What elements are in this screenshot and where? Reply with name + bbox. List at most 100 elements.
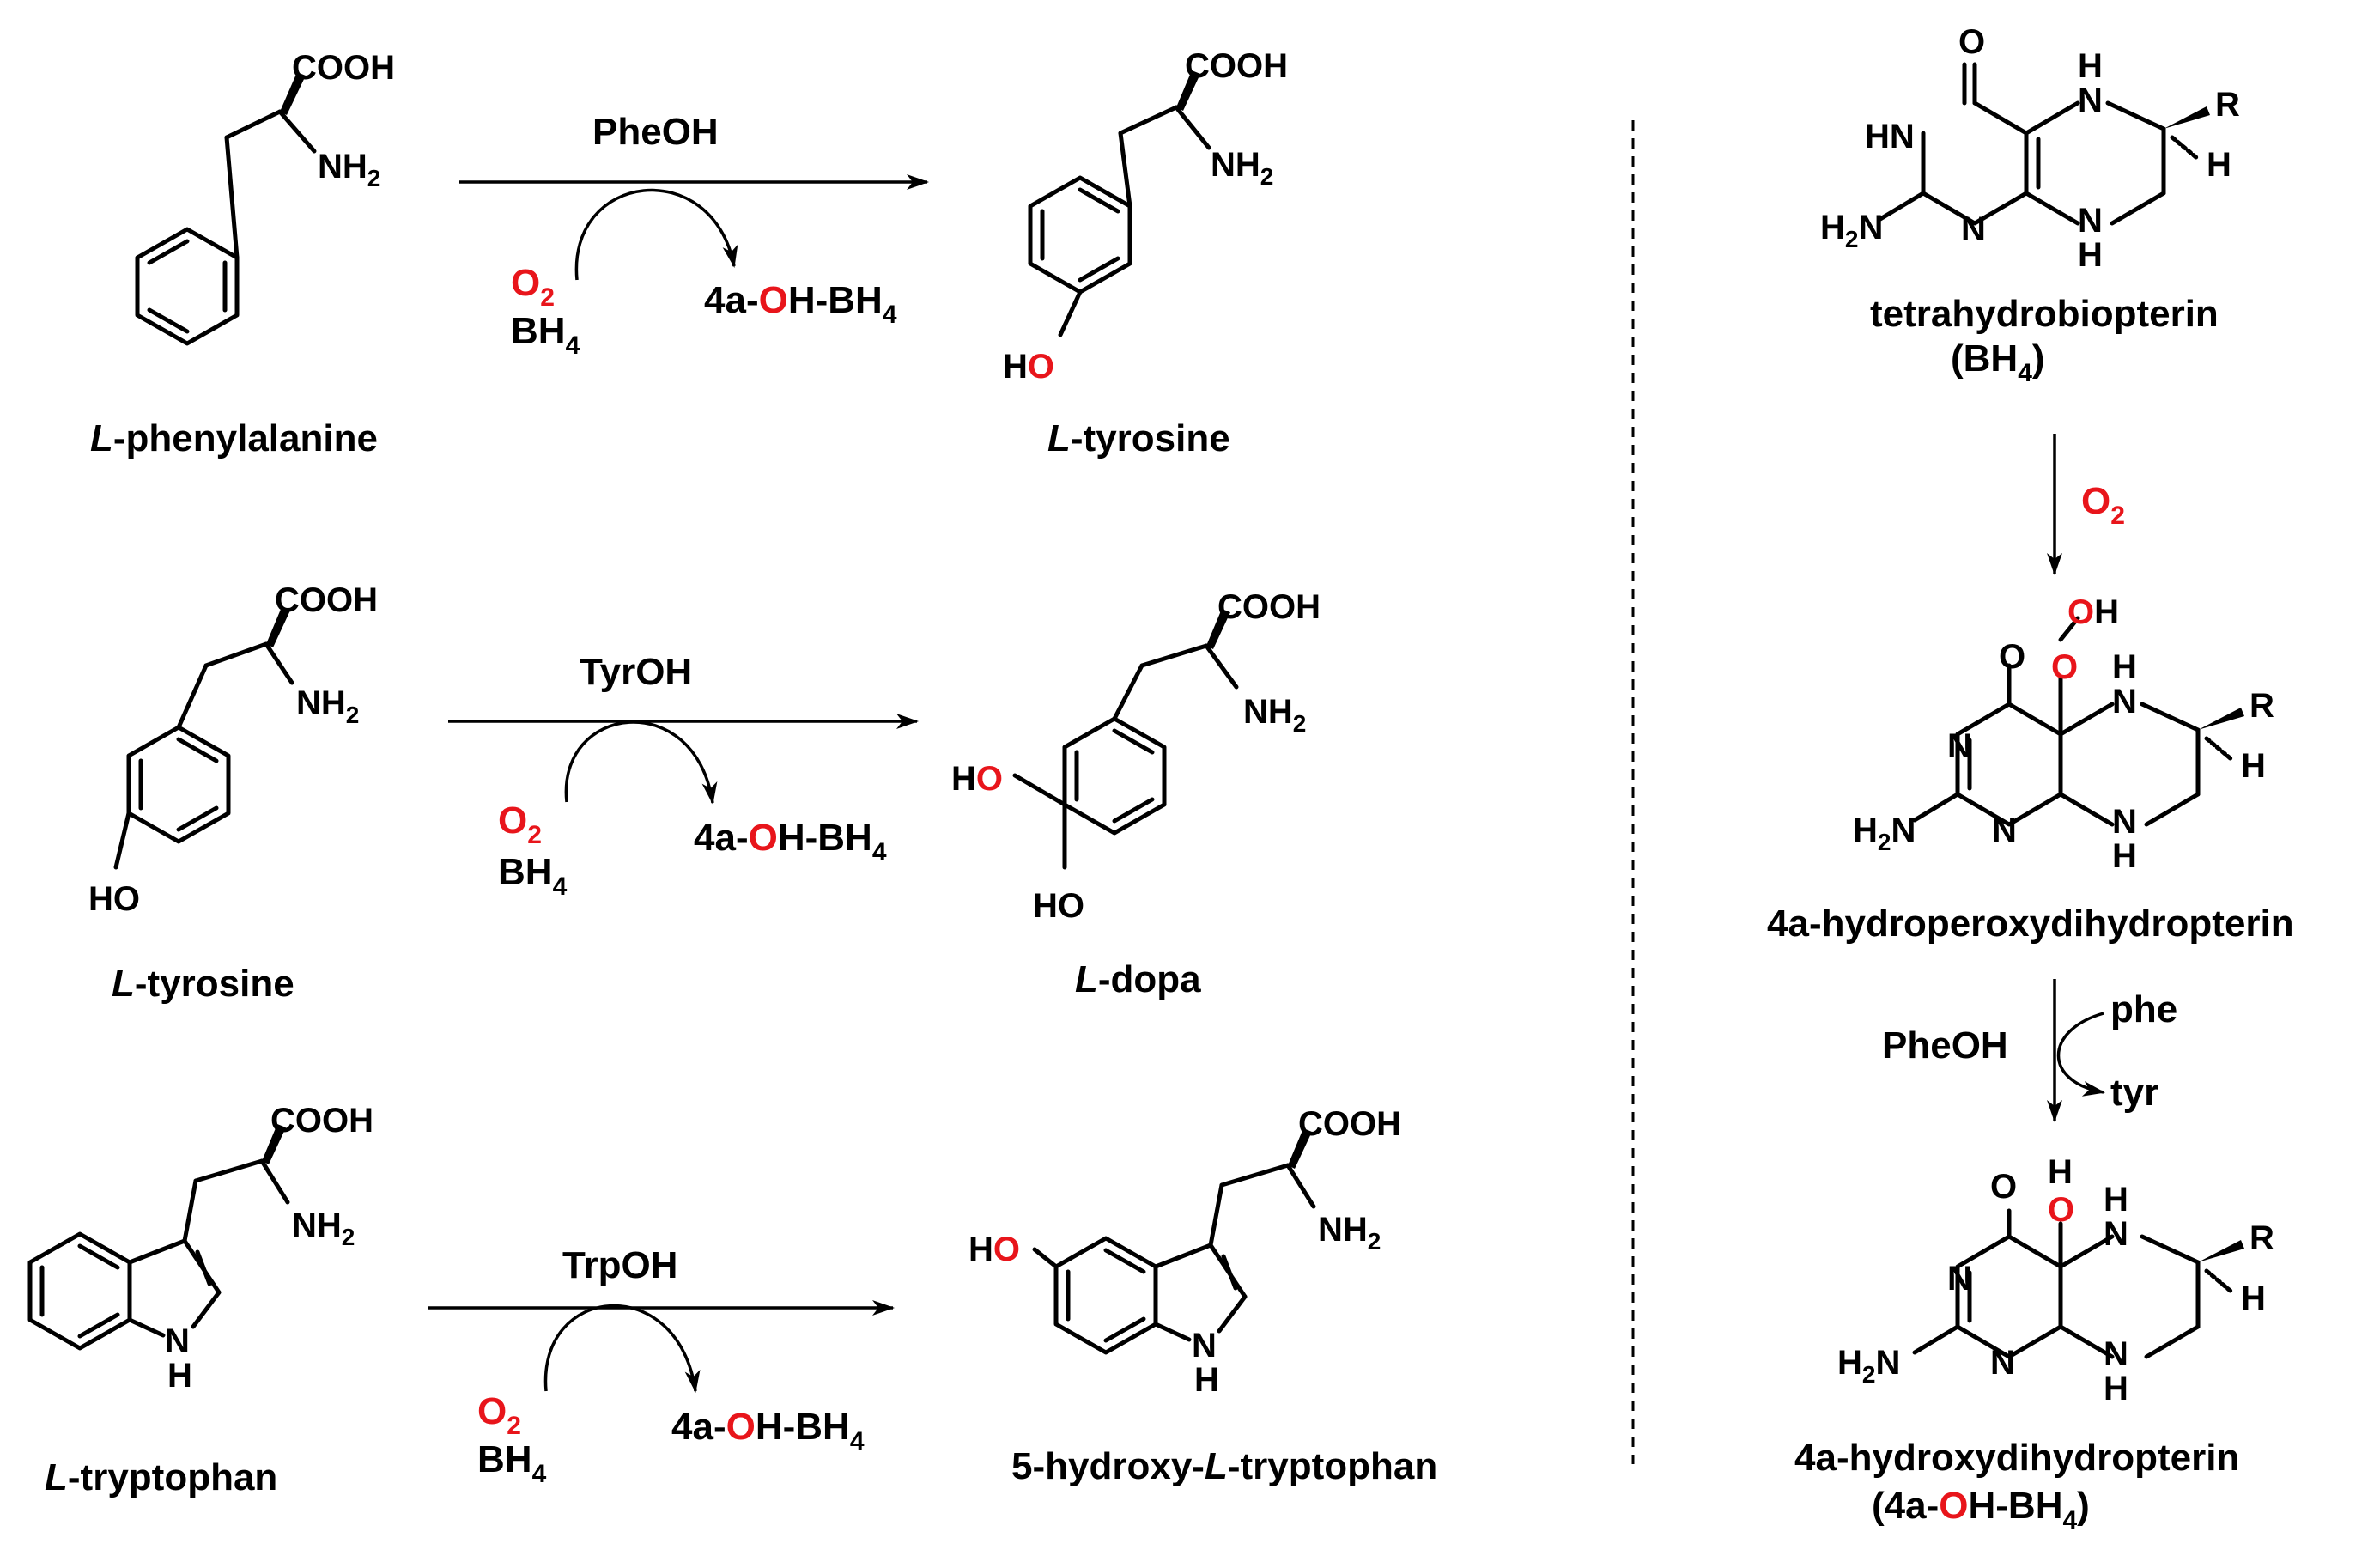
- hydroxy-name: 4a-hydroxydihydropterin: [1794, 1437, 2239, 1479]
- reaction-tyrosine-hydroxylation: COOH NH2 HO L-tyrosine TyrOH O2 BH4 4a-O…: [88, 581, 1321, 1005]
- enzyme-label: TrpOH: [562, 1244, 677, 1286]
- svg-text:R: R: [2249, 1219, 2274, 1257]
- svg-text:H: H: [2241, 747, 2266, 785]
- svg-text:N: N: [1961, 210, 1986, 248]
- svg-text:O: O: [1958, 23, 1985, 61]
- svg-text:N: N: [1992, 811, 2017, 849]
- svg-text:NH2: NH2: [296, 684, 359, 728]
- svg-text:N: N: [2112, 683, 2137, 720]
- svg-text:NH2: NH2: [292, 1207, 355, 1250]
- svg-text:H: H: [2112, 837, 2137, 875]
- svg-text:H: H: [167, 1357, 192, 1395]
- o2-label: O2: [511, 262, 555, 312]
- bh4-cycle: O HN H2N N H N N H R H tetrahydrobiopter…: [1767, 23, 2294, 1535]
- cofactor-curved-arrow: [564, 720, 718, 805]
- svg-text:O: O: [1990, 1168, 2017, 1206]
- tyrosine-structure: COOH NH2 HO: [1003, 47, 1288, 386]
- enzyme-label: TyrOH: [580, 651, 692, 693]
- svg-text:O: O: [1999, 638, 2025, 676]
- svg-text:H: H: [2112, 648, 2137, 686]
- svg-text:H: H: [2207, 146, 2231, 184]
- svg-text:HO: HO: [968, 1231, 1020, 1268]
- svg-text:HO: HO: [951, 760, 1003, 798]
- phenylalanine-structure: COOH NH2: [135, 49, 395, 346]
- svg-text:N: N: [1990, 1344, 2015, 1382]
- o2-label: O2: [2081, 480, 2125, 530]
- svg-text:COOH: COOH: [1217, 588, 1321, 626]
- svg-text:O: O: [2048, 1191, 2074, 1229]
- cofactor-curved-arrow: [574, 188, 738, 281]
- tyrosine-structure: COOH NH2 HO: [88, 581, 378, 918]
- reaction-tryptophan-hydroxylation: COOH NH2 N H L-tryptophan TrpOH O2 BH4 4…: [27, 1102, 1437, 1498]
- svg-text:COOH: COOH: [1298, 1105, 1401, 1143]
- svg-text:NH2: NH2: [318, 148, 380, 191]
- tyr-label: tyr: [2110, 1072, 2158, 1114]
- tryptophan-structure: COOH NH2 N H: [27, 1102, 373, 1395]
- tetrahydrobiopterin-name: tetrahydrobiopterin: [1870, 293, 2219, 335]
- svg-text:HO: HO: [88, 880, 140, 918]
- svg-text:HO: HO: [1033, 887, 1084, 925]
- tyrosine-name: L-tyrosine: [1047, 417, 1230, 459]
- svg-text:COOH: COOH: [270, 1102, 373, 1140]
- svg-text:HN: HN: [1865, 118, 1915, 155]
- bh4-label: BH4: [511, 310, 580, 360]
- svg-text:N: N: [165, 1322, 190, 1360]
- svg-text:H2N: H2N: [1853, 811, 1916, 855]
- svg-text:OH: OH: [2067, 593, 2119, 631]
- nh2-label: NH: [318, 148, 367, 185]
- enzyme-label: PheOH: [1882, 1024, 2008, 1067]
- svg-text:H2N: H2N: [1837, 1344, 1900, 1388]
- hydroperoxy-name: 4a-hydroperoxydihydropterin: [1767, 903, 2294, 945]
- hydroxyl-h: H: [1003, 348, 1028, 386]
- svg-text:N: N: [2078, 202, 2103, 240]
- oh-bh4-label: 4a-OH-BH4: [704, 279, 897, 329]
- svg-text:N: N: [2078, 82, 2103, 119]
- hydroxytryptophan-name: 5-hydroxy-L-tryptophan: [1011, 1445, 1437, 1487]
- svg-text:H: H: [2078, 236, 2103, 274]
- hydroperoxy-structure: O O OH N H2N N H N N H R H: [1853, 593, 2274, 875]
- svg-text:O: O: [2051, 648, 2078, 686]
- svg-text:NH2: NH2: [1318, 1211, 1381, 1255]
- svg-text:N: N: [1947, 727, 1972, 765]
- svg-text:H: H: [2104, 1370, 2128, 1407]
- hydroxyl-o: O: [1028, 348, 1054, 386]
- hydroxytryptophan-structure: COOH NH2 HO N H: [968, 1105, 1401, 1399]
- svg-text:NH2: NH2: [1243, 693, 1306, 737]
- bh4-label: BH4: [498, 851, 568, 901]
- o2-label: O2: [477, 1390, 521, 1440]
- svg-text:H: H: [2078, 47, 2103, 85]
- svg-text:COOH: COOH: [275, 581, 378, 619]
- enzyme-label: PheOH: [592, 111, 719, 153]
- svg-text:H: H: [2104, 1181, 2128, 1219]
- cofactor-curved-arrow: [543, 1304, 701, 1393]
- svg-text:N: N: [1947, 1260, 1972, 1298]
- cooh-label: COOH: [292, 49, 395, 87]
- svg-text:N: N: [2104, 1335, 2128, 1373]
- oh-bh4-label: 4a-OH-BH4: [694, 817, 887, 866]
- oh-bh4-label: 4a-OH-BH4: [671, 1406, 865, 1456]
- svg-text:H: H: [2241, 1279, 2266, 1317]
- tyrosine-name: L-tyrosine: [112, 963, 294, 1005]
- bh4-label: BH4: [477, 1438, 547, 1488]
- o2-label: O2: [498, 799, 542, 849]
- bh4-abbreviation: (BH4): [1951, 337, 2045, 387]
- hydroxy-abbreviation: (4a-OH-BH4): [1872, 1485, 2090, 1535]
- svg-text:H: H: [1194, 1361, 1219, 1399]
- reaction-phenylalanine-hydroxylation: COOH NH2 L-phenylalanine PheOH O2 BH4 4a…: [90, 47, 1288, 459]
- dopa-structure: COOH NH2 HO HO: [951, 588, 1321, 925]
- svg-text:R: R: [2249, 687, 2274, 725]
- svg-text:H2N: H2N: [1820, 209, 1883, 252]
- tetrahydrobiopterin-structure: O HN H2N N H N N H R H: [1820, 23, 2240, 274]
- phe-label: phe: [2110, 988, 2177, 1030]
- svg-text:NH2: NH2: [1211, 146, 1273, 190]
- dopa-name: L-dopa: [1075, 958, 1201, 1000]
- tryptophan-name: L-tryptophan: [45, 1456, 277, 1498]
- svg-text:HO: HO: [1003, 348, 1054, 386]
- svg-text:R: R: [2215, 86, 2240, 124]
- svg-text:N: N: [2104, 1215, 2128, 1253]
- cooh-label: COOH: [1185, 47, 1288, 85]
- phenylalanine-name: L-phenylalanine: [90, 417, 378, 459]
- hydroxy-structure: O H O N H2N N H N N H R H: [1837, 1153, 2274, 1407]
- svg-text:N: N: [2112, 803, 2137, 841]
